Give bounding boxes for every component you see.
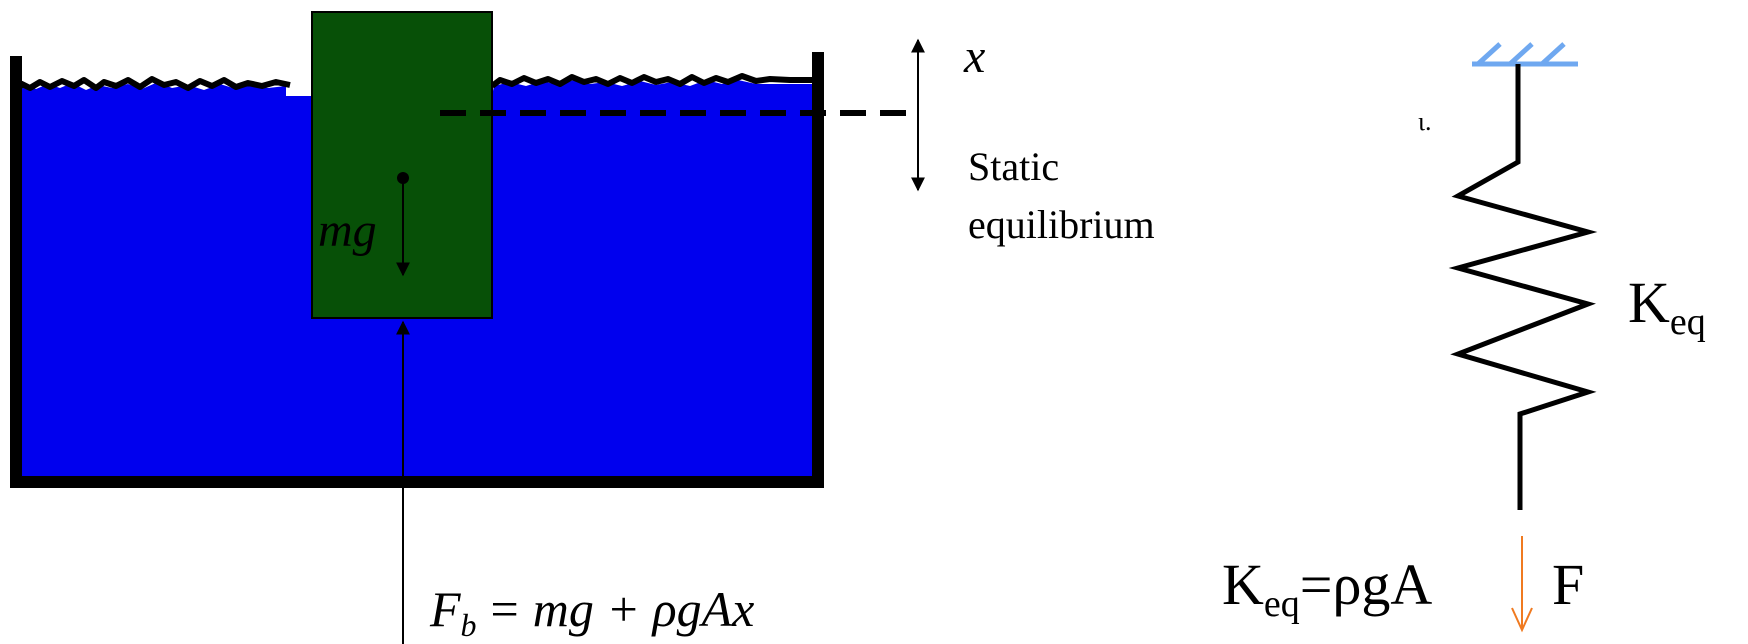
buoyancy-equation: Fb =mg + ρgAx: [429, 581, 754, 643]
keq-K: K: [1222, 552, 1264, 617]
zigzag-spring-icon: [1448, 64, 1598, 510]
equilibrium-label: equilibrium: [968, 202, 1155, 247]
buoyancy-rhs: mg + ρgAx: [533, 581, 755, 637]
weight-label: mg: [318, 204, 377, 257]
displacement-label: x: [963, 30, 985, 83]
ground-support-hatch-icon: [1472, 42, 1578, 67]
spring-label: Keq: [1628, 270, 1706, 343]
force-label: F: [1552, 552, 1584, 617]
static-label: Static: [968, 144, 1059, 189]
spring-K: K: [1628, 270, 1670, 335]
water-surface: [13, 73, 818, 94]
center-of-mass-dot: [397, 172, 409, 184]
buoyancy-F: F: [429, 581, 461, 637]
stray-mark: ι.: [1418, 107, 1432, 136]
tank: [10, 52, 824, 488]
buoyancy-eq: =: [491, 581, 519, 637]
keq-rhs: =ρgA: [1300, 552, 1433, 617]
keq-equation: Keq=ρgA: [1222, 552, 1432, 625]
buoyancy-sub: b: [461, 607, 477, 643]
force-arrowhead: [1511, 607, 1533, 633]
spring-sub: eq: [1670, 301, 1706, 343]
keq-sub: eq: [1264, 583, 1300, 625]
